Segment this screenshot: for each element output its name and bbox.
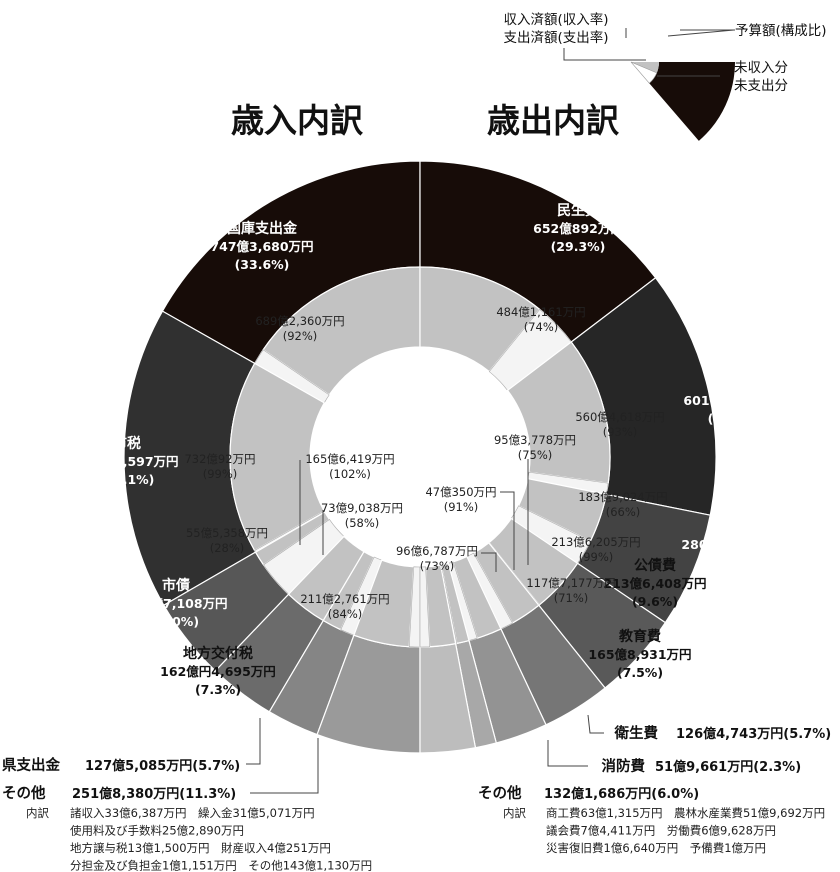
category-label-left-3: 市債 (162, 577, 190, 594)
legend-budget-band (649, 62, 735, 141)
share-label-left-3: (9.0%) (153, 614, 199, 629)
budget-label-left-5: 127億5,085万円(5.7%) (85, 758, 240, 774)
legend-leader (667, 29, 735, 37)
budget-label-right-2: 601億4,614万円 (683, 393, 786, 408)
category-label-left-6: その他 (2, 784, 46, 802)
share-label-right-5: (7.5%) (617, 665, 663, 680)
budget-label-right-3: 280億3,610万円 (681, 537, 784, 552)
realized-label-right-4: 213億6,205万円 (551, 535, 640, 549)
rate-label-right-7: (91%) (444, 500, 479, 514)
rate-label-left-1: (92%) (283, 329, 318, 343)
category-label-right-8: その他 (478, 784, 522, 802)
rate-label-left-2: (99%) (203, 467, 238, 481)
legend-budget-label: 予算額(構成比) (735, 23, 827, 39)
category-label-left-5: 県支出金 (2, 756, 60, 774)
legend-realized-label: 収入済額(収入率) (503, 11, 608, 28)
rate-label-right-5: (71%) (554, 591, 589, 605)
detail-line-left: 地方譲与税13億1,500万円 財産収入4億251万円 (70, 841, 331, 855)
inner-unrealized-right-8 (419, 566, 430, 648)
category-label-right-5: 教育費 (619, 628, 661, 645)
detail-line-left: 使用料及び手数料25億2,890万円 (70, 824, 244, 838)
budget-label-right-8: 132億1,686万円(6.0%) (544, 786, 699, 802)
bottom-labels: 県支出金 127億5,085万円(5.7%) その他 251億8,380万円(11.3… (2, 714, 831, 872)
category-label-right-2: 総務費 (714, 374, 756, 391)
budget-label-left-6: 251億8,380万円(11.3%) (72, 786, 236, 802)
revenue-donut: 689億2,360万円(92%) 国庫支出金 747億3,680万円 (33.6%) 7… (75, 160, 421, 754)
detail-line-right: 議会費7億4,411万円 労働費6億9,628万円 (546, 824, 776, 838)
legend-unrealized-label: 未収入分 (734, 60, 788, 76)
expenditure-donut: 484億1,161万円(74%) 民生費 652億892万円 (29.3%) 560億4… (396, 160, 787, 754)
realized-label-right-1: 484億1,161万円 (496, 305, 585, 319)
budget-label-right-5: 165億8,931万円 (588, 647, 691, 662)
budget-label-left-3: 199億7,108万円 (124, 596, 227, 611)
category-label-right-1: 民生費 (557, 202, 599, 219)
leader-left-5 (246, 718, 261, 765)
realized-label-right-3: 183億9,024万円 (578, 490, 667, 504)
realized-label-left-4: 165億6,419万円 (305, 452, 394, 466)
leader-left-6 (250, 738, 319, 794)
leader-right-7 (500, 491, 515, 570)
realized-label-right-8: 96億6,787万円 (396, 544, 478, 558)
realized-label-right-7: 47億350万円 (425, 485, 496, 499)
realized-label-right-6: 95億3,778万円 (494, 433, 576, 447)
category-label-right-4: 公債費 (634, 557, 676, 574)
leader-right-8 (481, 552, 497, 572)
share-label-right-1: (29.3%) (551, 239, 606, 254)
share-label-right-3: (12.6%) (706, 555, 761, 570)
budget-label-left-2: 735億1,597万円 (75, 454, 178, 469)
budget-label-left-4: 162億円4,695万円 (160, 664, 276, 679)
legend-unrealized-band (630, 61, 658, 84)
realized-label-left-6: 211億2,761万円 (300, 592, 389, 606)
realized-label-left-2: 732億92万円 (184, 452, 255, 466)
realized-label-left-3: 55億5,358万円 (186, 526, 268, 540)
legend-leader (563, 48, 646, 61)
category-label-right-7: 消防費 (602, 757, 646, 775)
rate-label-left-4: (102%) (329, 467, 371, 481)
revenue-title: 歳入内訳 (231, 101, 364, 140)
leader-right-7 (547, 740, 588, 767)
detail-label-left: 内訳 (26, 806, 49, 820)
realized-label-left-1: 689億2,360万円 (255, 314, 344, 328)
realized-label-right-5: 117億7,177万円 (526, 576, 615, 590)
category-label-left-2: 市税 (113, 435, 141, 452)
budget-label-right-6: 126億4,743万円(5.7%) (676, 726, 831, 742)
category-label-left-4: 地方交付税 (183, 645, 253, 662)
budget-label-right-7: 51億9,661万円(2.3%) (655, 759, 801, 775)
realized-label-left-5: 73億9,038万円 (321, 501, 403, 515)
category-label-left-1: 国庫支出金 (227, 220, 298, 237)
rate-label-left-5: (58%) (345, 516, 380, 530)
rate-label-right-8: (73%) (420, 559, 455, 573)
inner-realized-left-2 (229, 362, 326, 552)
expenditure-title: 歳出内訳 (487, 101, 620, 140)
rate-label-right-4: (99%) (579, 550, 614, 564)
rate-label-left-6: (84%) (328, 607, 363, 621)
detail-line-right: 商工費63億1,315万円 農林水産業費51億9,692万円 (546, 806, 825, 820)
realized-label-right-2: 560億4,618万円 (575, 410, 664, 424)
share-label-left-4: (7.3%) (195, 682, 241, 697)
detail-label-right: 内訳 (503, 806, 526, 820)
category-label-right-6: 衛生費 (614, 724, 659, 742)
leader-right-6 (587, 714, 604, 734)
share-label-left-2: (33.1%) (100, 472, 155, 487)
budget-label-left-1: 747億3,680万円 (210, 239, 313, 254)
legend-spent-label: 支出済額(支出率) (503, 29, 608, 46)
detail-line-left: 分担金及び負担金1億1,151万円 その他143億1,130万円 (70, 859, 372, 872)
budget-label-right-4: 213億6,408万円 (603, 576, 706, 591)
rate-label-right-1: (74%) (524, 320, 559, 334)
share-label-right-2: (27.0%) (708, 411, 763, 426)
detail-line-right: 災害復旧費1億6,640万円 予備費1億万円 (546, 841, 766, 855)
rate-label-left-3: (28%) (210, 541, 245, 555)
rate-label-right-3: (66%) (606, 505, 641, 519)
share-label-right-4: (9.6%) (632, 594, 678, 609)
legend-unspent-label: 未支出分 (734, 78, 788, 94)
share-label-left-1: (33.6%) (235, 257, 290, 272)
category-label-right-3: 土木費 (712, 518, 754, 535)
budget-label-right-1: 652億892万円 (533, 221, 623, 236)
rate-label-right-2: (93%) (603, 425, 638, 439)
rate-label-right-6: (75%) (518, 448, 553, 462)
detail-line-left: 諸収入33億6,387万円 繰入金31億5,071万円 (70, 806, 315, 820)
